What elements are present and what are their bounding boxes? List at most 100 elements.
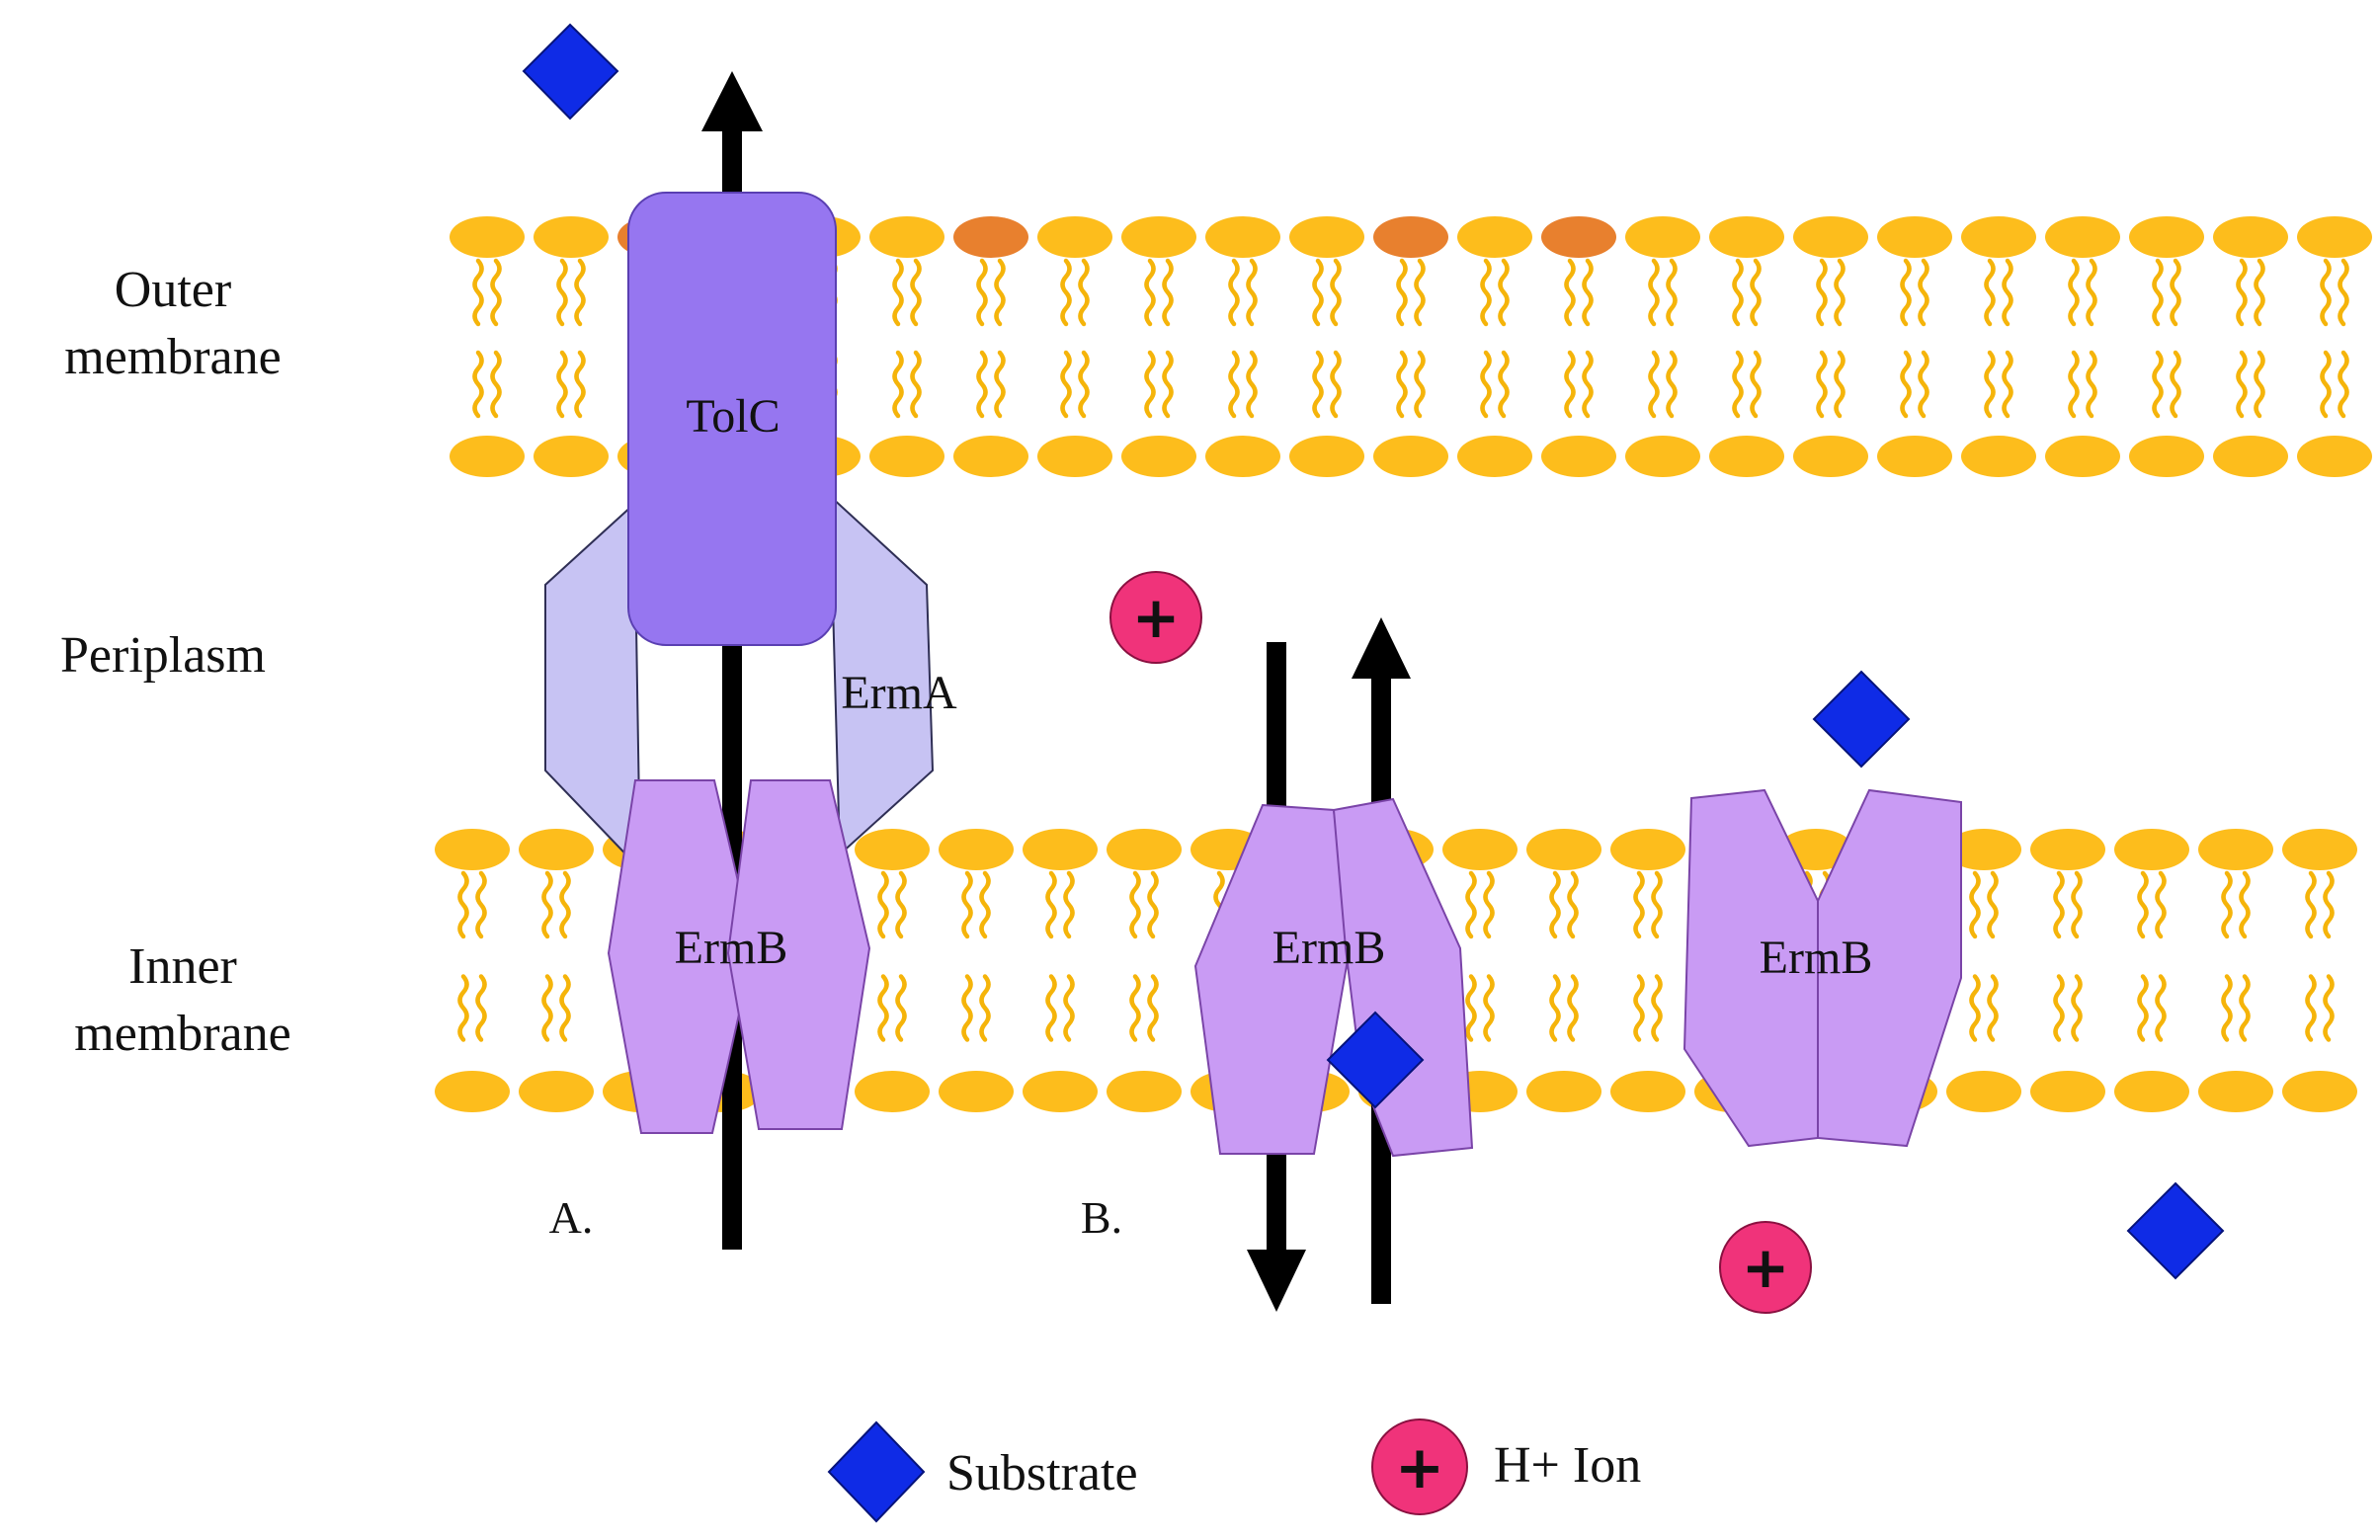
- lipid-head: [435, 829, 510, 870]
- lipid-tail: [1132, 977, 1139, 1040]
- lipid-head: [1023, 829, 1098, 870]
- lipid-tail: [2340, 353, 2347, 416]
- ermb-a-left-subunit: [607, 779, 756, 1134]
- lipid-head: [2297, 216, 2372, 258]
- h-plus-ion: +: [1109, 571, 1202, 664]
- h-plus-ions: + +: [1109, 571, 1812, 1314]
- lipid-tail: [1570, 873, 1577, 936]
- legend: Substrate + H+ Ion: [827, 1418, 1641, 1523]
- lipid-head: [2213, 436, 2288, 477]
- lipid-tail: [1249, 353, 1256, 416]
- lipid-head: [2213, 216, 2288, 258]
- substrate-diamond: [2126, 1181, 2225, 1280]
- lipid-tail: [2056, 873, 2063, 936]
- lipid-tail: [1150, 873, 1157, 936]
- lipid-tail: [1468, 977, 1475, 1040]
- lipid-head: [1037, 216, 1112, 258]
- lipid-tail: [1048, 977, 1055, 1040]
- lipid-tail: [1570, 977, 1577, 1040]
- lipid-tail: [1654, 873, 1661, 936]
- lipid-tail: [1066, 873, 1073, 936]
- outer-membrane-label-line1: Outer: [115, 262, 231, 318]
- lipid-tail: [898, 977, 905, 1040]
- lipid-tail: [577, 261, 584, 324]
- lipid-head: [2030, 829, 2105, 870]
- lipid-head: [2045, 216, 2120, 258]
- lipid-tail: [913, 261, 920, 324]
- lipid-head: [2282, 829, 2357, 870]
- panel-a-pump: TolC ErmA ErmB A.: [544, 71, 957, 1250]
- lipid-tail: [997, 353, 1004, 416]
- lipid-tail: [2005, 353, 2011, 416]
- lipid-tail: [1837, 261, 1844, 324]
- lipid-tail: [1066, 977, 1073, 1040]
- lipid-head: [1610, 1071, 1685, 1112]
- lipid-tail: [562, 977, 569, 1040]
- lipid-tail: [1819, 261, 1826, 324]
- lipid-tail: [1636, 873, 1643, 936]
- lipid-tail: [2140, 977, 2147, 1040]
- lipid-head: [2282, 1071, 2357, 1112]
- lipid-tail: [1501, 353, 1508, 416]
- lipid-head: [939, 829, 1014, 870]
- lipid-tail: [544, 873, 551, 936]
- lipid-head: [450, 216, 525, 258]
- lipid-tail: [1651, 261, 1658, 324]
- lipid-head: [1289, 216, 1364, 258]
- ermb-a-label: ErmB: [675, 922, 788, 974]
- lipid-tail: [2173, 261, 2179, 324]
- lipid-tail: [2308, 873, 2315, 936]
- lipid-head: [1946, 829, 2021, 870]
- lipid-tail: [1063, 353, 1070, 416]
- tolc-label: TolC: [686, 390, 780, 443]
- lipid-tail: [2071, 261, 2078, 324]
- lipid-tail: [1315, 261, 1322, 324]
- panel-a-label: A.: [549, 1192, 594, 1243]
- lipid-tail: [982, 977, 989, 1040]
- legend-substrate: Substrate: [827, 1420, 1138, 1523]
- lipid-tail: [1417, 353, 1424, 416]
- lipid-tail: [1315, 353, 1322, 416]
- lipid-tail: [1132, 873, 1139, 936]
- lipid-tail: [1501, 261, 1508, 324]
- lipid-tail: [1150, 977, 1157, 1040]
- lipid-tail: [1669, 261, 1676, 324]
- lipid-tail: [1567, 261, 1574, 324]
- lipid-tail: [1231, 261, 1238, 324]
- ermb-a-right-subunit: [726, 779, 871, 1130]
- lipid-tail: [1819, 353, 1826, 416]
- lipid-tail: [1972, 873, 1979, 936]
- lipid-tail: [1399, 353, 1406, 416]
- lipid-tail: [1399, 261, 1406, 324]
- lipid-tail: [1552, 873, 1559, 936]
- lipid-head: [1107, 1071, 1182, 1112]
- lipid-tail: [460, 977, 467, 1040]
- lipid-head: [1961, 216, 2036, 258]
- lipid-tail: [2089, 353, 2095, 416]
- substrate-diamond-icon: [827, 1420, 926, 1523]
- lipid-head: [533, 436, 609, 477]
- lipid-tail: [979, 261, 986, 324]
- lipid-tail: [460, 873, 467, 936]
- lipid-tail: [478, 977, 485, 1040]
- lipid-head: [1442, 829, 1518, 870]
- ermb-b2-right-subunit: [1817, 788, 1962, 1148]
- lipid-head: [2198, 829, 2273, 870]
- lipid-tail: [1585, 261, 1592, 324]
- lipid-tail: [895, 261, 902, 324]
- lipid-head: [533, 216, 609, 258]
- lipid-head: [450, 436, 525, 477]
- lipid-tail: [493, 261, 500, 324]
- outer-membrane-label: Outer membrane: [64, 262, 281, 385]
- periplasm-label: Periplasm: [60, 627, 266, 684]
- lipid-tail: [1483, 261, 1490, 324]
- lipid-head: [869, 436, 944, 477]
- lipid-head: [939, 1071, 1014, 1112]
- lipid-tail: [982, 873, 989, 936]
- h-plus-ion-icon: [1371, 1418, 1468, 1515]
- lipid-tail: [475, 353, 482, 416]
- lipid-tail: [559, 353, 566, 416]
- lipid-head: [2129, 216, 2204, 258]
- lipid-head: [1205, 216, 1280, 258]
- lipid-head: [1121, 216, 1196, 258]
